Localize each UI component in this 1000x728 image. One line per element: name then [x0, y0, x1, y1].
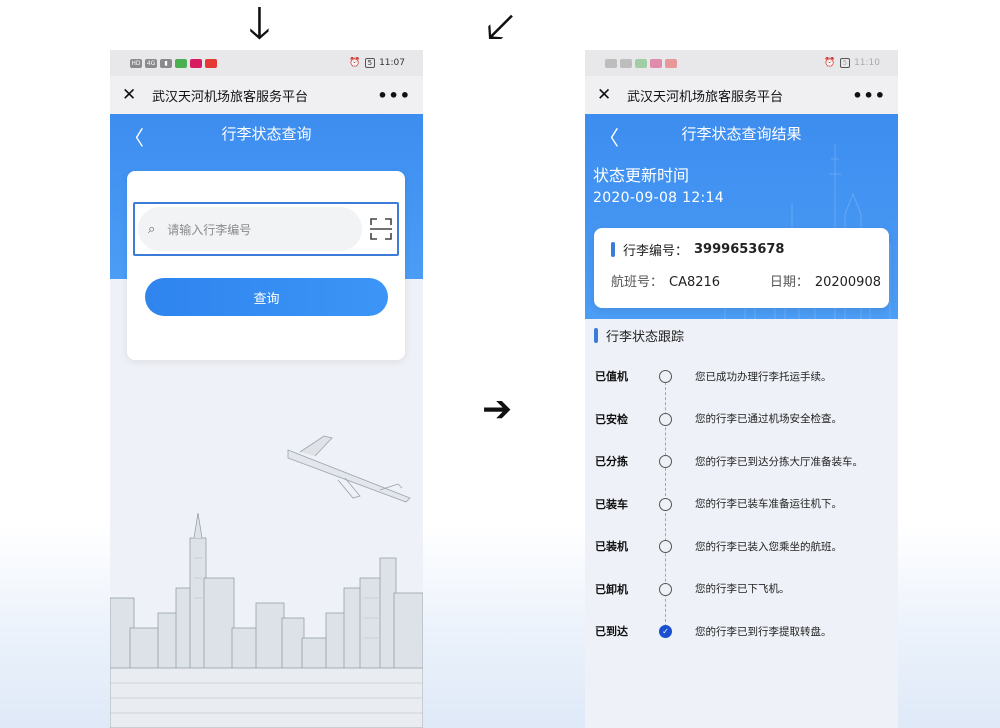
status-icons: HD 4G ▮	[130, 58, 217, 68]
app-icon	[635, 58, 647, 68]
empty-circle-icon	[659, 582, 672, 596]
signal-icon: ▮	[160, 58, 172, 68]
search-input[interactable]: ⌕ 请输入行李编号	[138, 207, 362, 251]
baggage-info-card: 行李编号： 3999653678 航班号： CA8216 日期： 20200908	[594, 228, 889, 308]
search-icon: ⌕	[148, 221, 156, 237]
accent-bar	[611, 242, 615, 257]
search-box[interactable]: ⌕ 请输入行李编号	[133, 202, 399, 256]
back-icon[interactable]: 〈	[599, 126, 619, 150]
step-description: 您的行李已装入您乘坐的航班。	[695, 540, 842, 553]
app-icon	[175, 58, 187, 68]
step-description: 您的行李已通过机场安全检查。	[695, 413, 842, 426]
page-title: 行李状态查询结果	[681, 124, 802, 143]
phone-screen-query: HD 4G ▮ ⏰ 5 11:07 ✕ 武汉天河机场旅客服务平台 ••• 〈 行…	[110, 50, 423, 728]
battery-icon: 5	[839, 58, 851, 68]
app-titlebar: ✕ 武汉天河机场旅客服务平台 •••	[110, 76, 423, 114]
close-icon[interactable]: ✕	[122, 85, 137, 105]
network-icon: 4G	[145, 58, 157, 68]
back-icon[interactable]: 〈	[124, 126, 144, 150]
step-description: 您的行李已装车准备运往机下。	[695, 498, 842, 511]
update-time-label: 状态更新时间	[593, 166, 690, 185]
status-bar: ⏰ 5 11:10	[585, 50, 898, 76]
flight-no-value: CA8216	[669, 275, 721, 290]
hd-icon: HD	[130, 58, 142, 68]
update-time-value: 2020-09-08 12:14	[593, 190, 724, 206]
app-titlebar: ✕ 武汉天河机场旅客服务平台 •••	[585, 76, 898, 114]
clock: 11:10	[854, 58, 880, 68]
app-title: 武汉天河机场旅客服务平台	[627, 89, 784, 105]
empty-circle-icon	[659, 412, 672, 426]
signal-icon	[620, 58, 632, 68]
step-name: 已到达	[595, 625, 628, 639]
alarm-icon: ⏰	[349, 58, 361, 68]
timeline-step: 已装机 您的行李已装入您乘坐的航班。	[585, 525, 898, 568]
close-icon[interactable]: ✕	[597, 85, 612, 105]
search-placeholder: 请输入行李编号	[167, 222, 252, 237]
app-icon	[205, 58, 217, 68]
app-icon	[190, 58, 202, 68]
empty-circle-icon	[659, 370, 672, 383]
step-name: 已分拣	[595, 455, 628, 469]
step-name: 已卸机	[595, 582, 628, 596]
battery-icon: 5	[364, 58, 376, 68]
scan-icon[interactable]	[369, 217, 393, 241]
phone-screen-result: ⏰ 5 11:10 ✕ 武汉天河机场旅客服务平台 ••• 〈 行李状态查询结果 …	[585, 50, 898, 728]
step-description: 您已成功办理行李托运手续。	[695, 370, 832, 383]
tracking-section-title: 行李状态跟踪	[594, 326, 684, 345]
app-icon	[650, 58, 662, 68]
hd-icon	[605, 58, 617, 68]
date-label: 日期：	[769, 275, 809, 290]
status-bar: HD 4G ▮ ⏰ 5 11:07	[110, 50, 423, 76]
timeline-step: 已安检 您的行李已通过机场安全检查。	[585, 398, 898, 441]
step-name: 已值机	[595, 370, 628, 384]
clock: 11:07	[379, 58, 405, 68]
empty-circle-icon	[659, 497, 672, 511]
step-name: 已装机	[595, 540, 628, 554]
query-card: ⌕ 请输入行李编号 查询	[127, 171, 405, 360]
flight-no-label: 航班号：	[611, 275, 664, 290]
timeline-step: 已装车 您的行李已装车准备运往机下。	[585, 483, 898, 526]
timeline-step: 已值机 您已成功办理行李托运手续。	[585, 355, 898, 398]
alarm-icon: ⏰	[824, 58, 836, 68]
app-icon	[665, 58, 677, 68]
status-timeline: 已值机您已成功办理行李托运手续。已安检您的行李已通过机场安全检查。已分拣您的行李…	[585, 355, 898, 653]
baggage-no-value: 3999653678	[694, 242, 785, 257]
empty-circle-icon	[659, 540, 672, 553]
step-description: 您的行李已到达分拣大厅准备装车。	[695, 455, 863, 468]
step-name: 已安检	[595, 412, 628, 426]
more-icon[interactable]: •••	[852, 85, 886, 105]
timeline-step: 已卸机 您的行李已下飞机。	[585, 568, 898, 611]
step-description: 您的行李已下飞机。	[695, 583, 790, 596]
city-illustration	[110, 435, 423, 728]
status-icons	[605, 58, 677, 68]
down-arrow-icon: 🡓	[248, 0, 271, 49]
timeline-step: 已分拣 您的行李已到达分拣大厅准备装车。	[585, 440, 898, 483]
right-arrow-icon: ➔	[482, 389, 513, 430]
more-icon[interactable]: •••	[377, 85, 411, 105]
empty-circle-icon	[659, 455, 672, 468]
accent-bar	[594, 328, 598, 343]
down-left-arrow-icon: 🡗	[486, 2, 516, 53]
tracking-title-text: 行李状态跟踪	[606, 330, 685, 345]
page-title: 行李状态查询	[221, 124, 312, 143]
date-value: 20200908	[814, 275, 881, 290]
check-circle-icon: ✓	[659, 625, 672, 638]
timeline-step: 已到达 ✓ 您的行李已到行李提取转盘。	[585, 610, 898, 653]
query-button[interactable]: 查询	[145, 278, 388, 316]
app-title: 武汉天河机场旅客服务平台	[152, 89, 309, 105]
step-description: 您的行李已到行李提取转盘。	[695, 625, 832, 638]
step-name: 已装车	[595, 497, 628, 511]
baggage-no-label: 行李编号：	[623, 244, 689, 259]
